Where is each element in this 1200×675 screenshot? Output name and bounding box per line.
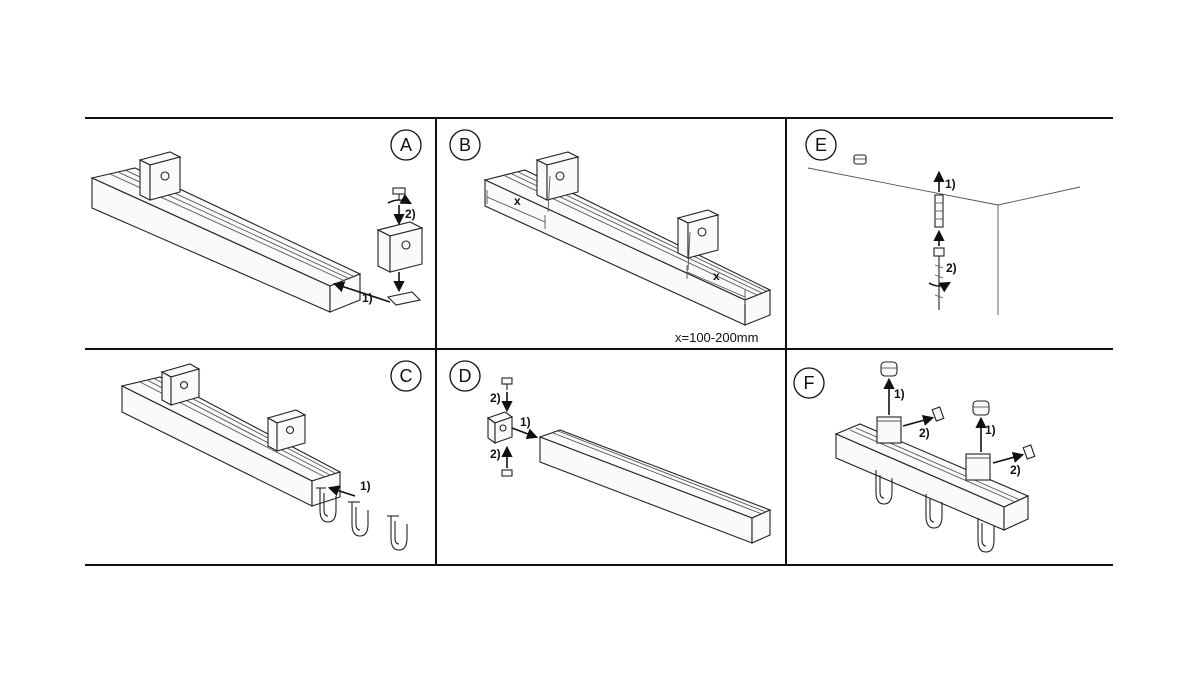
- badge-c: [390, 360, 422, 392]
- glider-hook-f-1: [875, 470, 893, 505]
- arrow-f2-right: [992, 451, 1025, 464]
- panel-f: 1) 1) 2) 2) F: [793, 361, 1036, 553]
- step-1-label-a: 1): [362, 291, 373, 305]
- wall-plug-e: [934, 194, 944, 228]
- rotate-arrow-e: [928, 281, 951, 293]
- panel-d: 2) 2) 1) D: [449, 360, 772, 544]
- glider-hook-c-2: [348, 501, 369, 537]
- bracket-f-left: [876, 416, 902, 444]
- screw-a: [392, 187, 406, 200]
- step-2-label-a: 2): [405, 207, 416, 221]
- badge-a-letter: A: [400, 135, 412, 155]
- rail-a: [90, 167, 362, 313]
- dimension-label-b-left: x: [514, 194, 521, 208]
- dimension-b-right: [686, 265, 746, 304]
- step-2-label-f-left: 2): [919, 426, 930, 440]
- ceiling-cap-e: [853, 154, 867, 165]
- badge-a: [390, 129, 422, 161]
- rail-f: [834, 423, 1030, 531]
- rotate-arrow-a: [387, 193, 412, 205]
- rail-c: [120, 376, 342, 507]
- slider-nut-a: [386, 291, 422, 306]
- screw-d-top: [501, 377, 513, 390]
- spacing-note: x=100-200mm: [675, 330, 758, 345]
- arrow-c1: [327, 485, 356, 497]
- step-2-label-d-bottom: 2): [490, 447, 501, 461]
- step-1-label-e: 1): [945, 177, 956, 191]
- ceiling-corner-e: [807, 167, 1081, 315]
- bracket-b-left: [535, 151, 580, 213]
- panel-b: x x x=100-200mm B: [449, 129, 772, 345]
- step-1-label-f-left: 1): [894, 387, 905, 401]
- set-screw-f-right: [1022, 444, 1036, 460]
- carrier-block-a: [376, 221, 424, 273]
- badge-b: [449, 129, 481, 161]
- badge-f-letter: F: [804, 373, 815, 393]
- badge-b-letter: B: [459, 135, 471, 155]
- arrow-a1: [332, 281, 391, 303]
- step-1-label-d: 1): [520, 415, 531, 429]
- set-screw-f-left: [931, 406, 945, 422]
- badge-e: [805, 129, 837, 161]
- ceiling-cap-f-left: [880, 361, 898, 377]
- arrow-f2-left: [902, 414, 935, 427]
- glider-hook-c-3: [387, 515, 408, 551]
- bracket-c-left: [160, 363, 201, 406]
- end-cap-d: [486, 411, 514, 445]
- screw-d-bottom: [501, 469, 513, 477]
- badge-d-letter: D: [459, 366, 472, 386]
- bracket-c-right: [266, 409, 307, 452]
- badge-d: [449, 360, 481, 392]
- glider-hook-f-2: [925, 494, 943, 529]
- step-2-label-e: 2): [946, 261, 957, 275]
- rail-b: [483, 169, 772, 326]
- rail-d: [538, 429, 772, 544]
- bracket-f-right: [965, 453, 991, 481]
- step-2-label-f-right: 2): [1010, 463, 1021, 477]
- panel-grid: [85, 117, 1113, 566]
- dimension-label-b-right: x: [713, 269, 720, 283]
- bracket-a: [138, 151, 182, 201]
- glider-hook-c-1: [316, 487, 337, 523]
- arrow-d1: [511, 427, 539, 440]
- panel-a: 2) 1) A: [90, 129, 424, 313]
- step-2-label-d-top: 2): [490, 391, 501, 405]
- badge-c-letter: C: [400, 366, 413, 386]
- dimension-b-left: [486, 190, 546, 229]
- panel-c: 1) C: [120, 360, 422, 551]
- bracket-b-right: [676, 209, 720, 271]
- screw-e: [933, 247, 945, 310]
- badge-e-letter: E: [815, 135, 827, 155]
- step-1-label-f-right: 1): [985, 423, 996, 437]
- badge-f: [793, 367, 825, 399]
- step-1-label-c: 1): [360, 479, 371, 493]
- glider-hook-f-3: [977, 518, 995, 553]
- panel-e: 1) 2) E: [805, 129, 1081, 315]
- ceiling-cap-f-right: [972, 400, 990, 416]
